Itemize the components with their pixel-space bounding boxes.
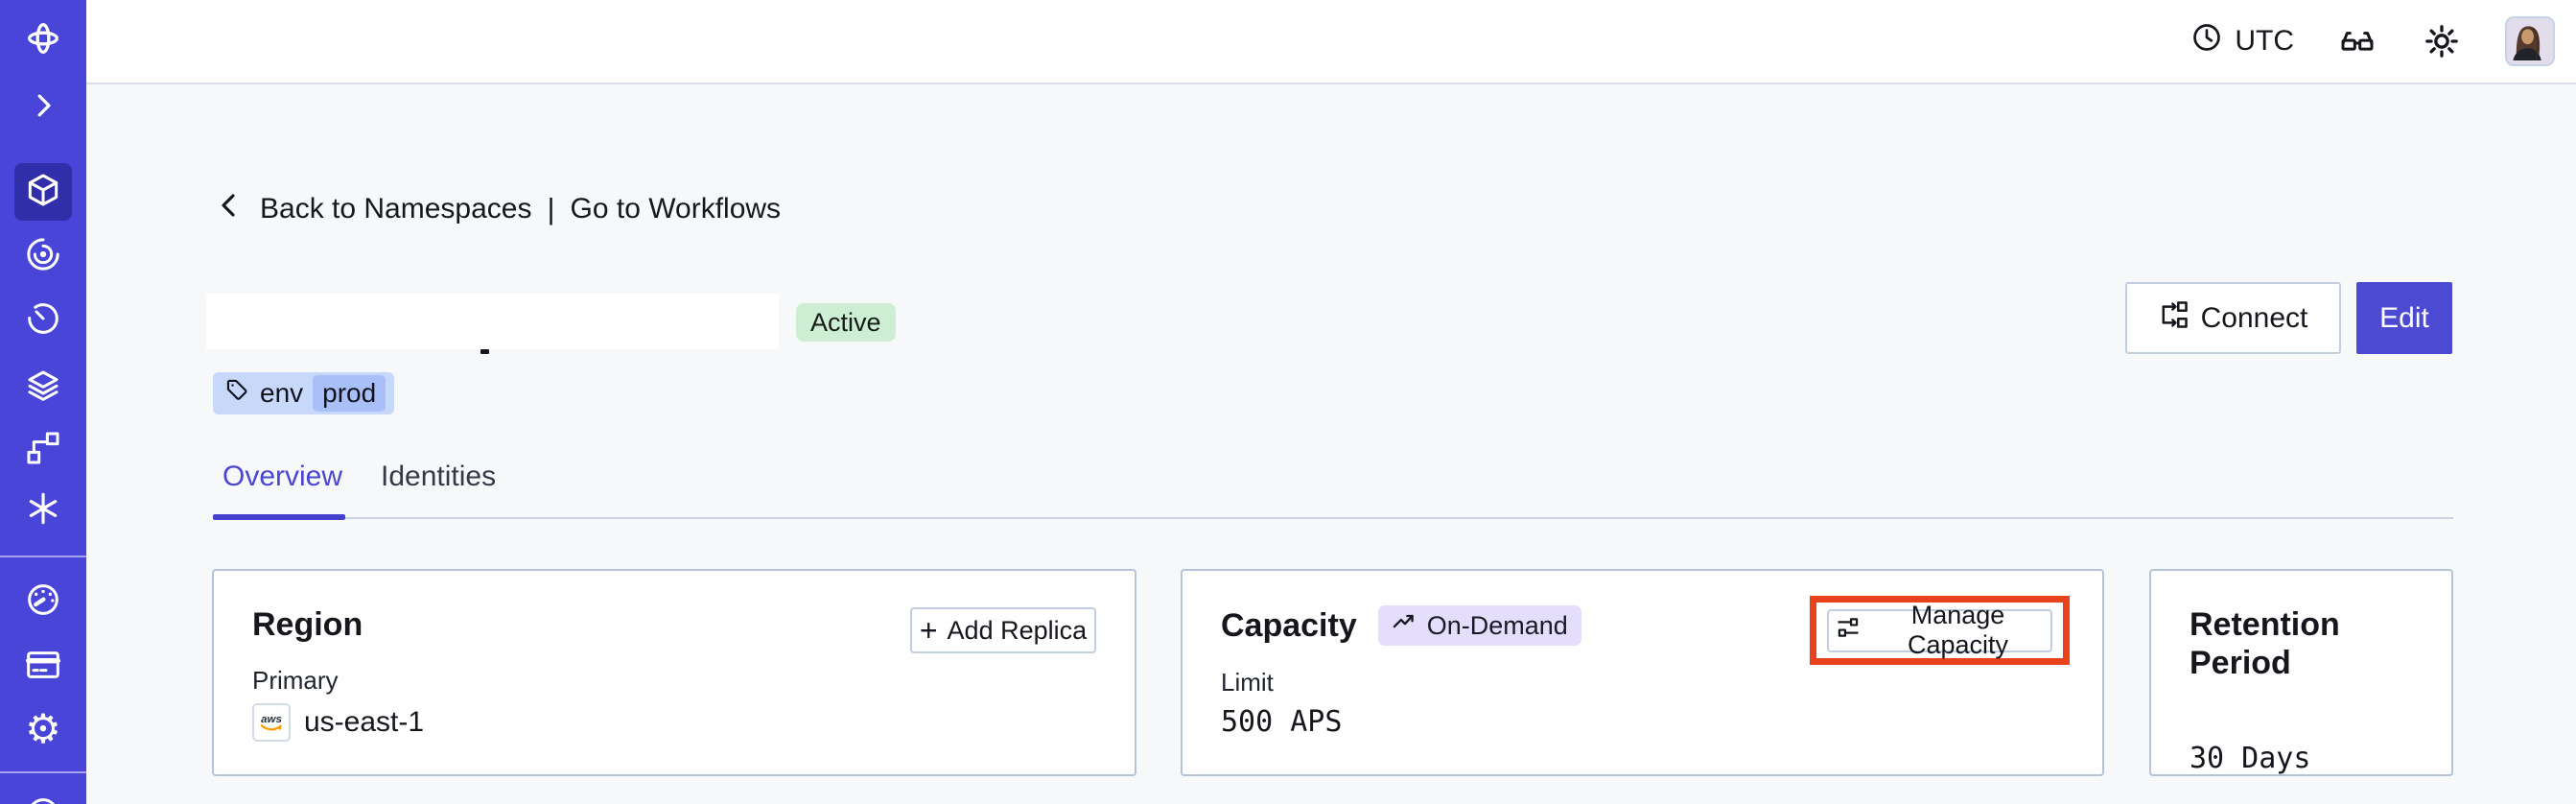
branch-icon xyxy=(24,429,62,467)
sidebar-item-deployments[interactable] xyxy=(24,367,62,405)
capacity-card: Capacity On-Demand xyxy=(1181,569,2104,776)
breadcrumb-separator: | xyxy=(547,192,555,225)
tag-key: env xyxy=(260,378,304,408)
timezone-label: UTC xyxy=(2235,25,2294,57)
main-content: Back to Namespaces | Go to Workflows Act… xyxy=(86,84,2576,804)
status-badge: Active xyxy=(796,303,896,342)
edit-button[interactable]: Edit xyxy=(2356,282,2452,354)
topbar: UTC xyxy=(86,0,2576,84)
tab-identities[interactable]: Identities xyxy=(381,461,497,492)
namespace-tag[interactable]: env prod xyxy=(213,372,395,414)
asterisk-icon xyxy=(24,489,62,528)
tag-value-chip: prod xyxy=(313,375,386,412)
sidebar-divider xyxy=(0,556,86,557)
temporal-logo-icon[interactable] xyxy=(24,19,62,58)
primary-label: Primary xyxy=(252,666,339,695)
limit-label: Limit xyxy=(1221,668,1274,697)
clock-icon xyxy=(2190,21,2223,61)
theme-toggle-sun-icon[interactable] xyxy=(2421,20,2463,62)
sidebar-item-usage[interactable] xyxy=(24,580,62,619)
connect-button[interactable]: Connect xyxy=(2125,282,2341,354)
go-to-workflows-link[interactable]: Go to Workflows xyxy=(570,193,782,225)
tag-icon xyxy=(224,377,250,410)
annotation-highlight-box: Manage Capacity xyxy=(1810,596,2070,665)
active-tab-underline xyxy=(213,514,345,520)
add-replica-button[interactable]: + Add Replica xyxy=(910,607,1096,653)
sidebar-nav: ⚙ xyxy=(0,0,86,804)
chevron-left-icon[interactable] xyxy=(214,190,245,228)
sidebar-item-namespaces[interactable] xyxy=(14,163,72,221)
aws-logo-text: aws xyxy=(261,714,282,725)
region-value: us-east-1 xyxy=(304,706,425,738)
sidebar-item-workflows[interactable] xyxy=(24,235,62,273)
retention-card-title: Retention Period xyxy=(2190,606,2340,681)
gear-icon: ⚙ xyxy=(25,706,61,751)
retention-value: 30 Days xyxy=(2190,742,2311,775)
edit-label: Edit xyxy=(2379,301,2429,334)
sidebar-expand-chevron-icon[interactable] xyxy=(24,86,62,125)
circle-icon xyxy=(24,794,62,804)
breadcrumb: Back to Namespaces | Go to Workflows xyxy=(214,190,781,228)
back-to-namespaces-link[interactable]: Back to Namespaces xyxy=(260,193,532,225)
gauge-icon xyxy=(24,580,62,619)
sidebar-item-schedules[interactable] xyxy=(24,299,62,338)
cube-icon xyxy=(24,171,62,214)
sidebar-item-support[interactable] xyxy=(24,794,62,804)
aws-logo: aws xyxy=(252,703,291,742)
manage-capacity-label: Manage Capacity xyxy=(1907,601,2009,659)
sliders-icon xyxy=(1835,614,1862,648)
region-card-title: Region xyxy=(252,606,363,643)
connect-label: Connect xyxy=(2200,301,2308,334)
retention-card: Retention Period 30 Days xyxy=(2149,569,2453,776)
namespace-title-artifact xyxy=(480,349,489,354)
reader-glasses-icon[interactable] xyxy=(2336,20,2378,62)
layers-icon xyxy=(24,367,62,405)
plus-icon: + xyxy=(919,613,938,648)
sidebar-item-nexus[interactable] xyxy=(24,489,62,528)
connect-flow-icon xyxy=(2159,299,2190,338)
user-avatar[interactable] xyxy=(2505,16,2555,66)
tabs-bottom-border xyxy=(213,517,2453,519)
manage-capacity-button[interactable]: Manage Capacity xyxy=(1827,601,2052,659)
namespace-title-redacted xyxy=(206,294,779,349)
tab-overview[interactable]: Overview xyxy=(222,461,343,492)
add-replica-label: Add Replica xyxy=(947,615,1088,645)
sidebar-item-batch-operations[interactable] xyxy=(24,429,62,467)
iris-spiral-icon xyxy=(24,235,62,273)
sidebar-divider xyxy=(0,771,86,773)
region-card: Region + Add Replica Primary aws us-east… xyxy=(212,569,1136,776)
on-demand-badge: On-Demand xyxy=(1377,605,1581,646)
sidebar-item-settings[interactable]: ⚙ xyxy=(24,706,62,751)
timezone-selector[interactable]: UTC xyxy=(2190,21,2294,61)
limit-value: 500 APS xyxy=(1221,705,1343,739)
capacity-card-title: Capacity xyxy=(1221,607,1357,644)
credit-card-icon xyxy=(24,646,62,684)
timer-icon xyxy=(24,299,62,338)
on-demand-label: On-Demand xyxy=(1426,610,1568,640)
trending-up-icon xyxy=(1392,609,1418,643)
sidebar-item-billing[interactable] xyxy=(24,646,62,684)
